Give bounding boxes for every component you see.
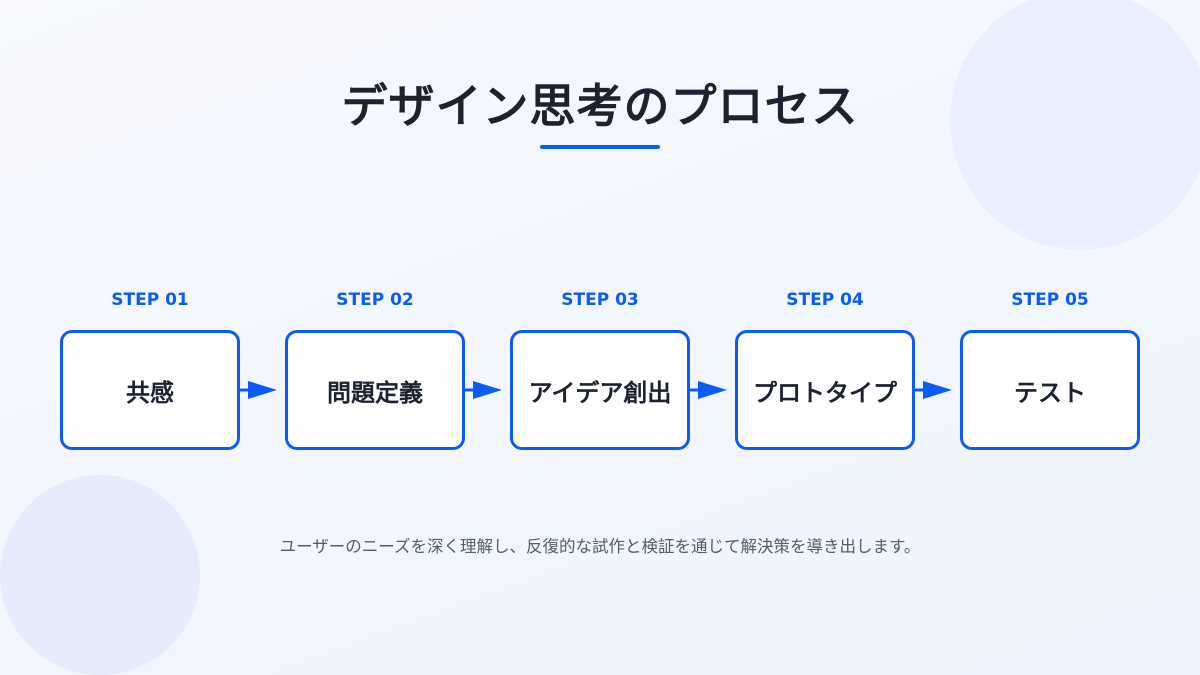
step-4: STEP 04 プロトタイプ — [735, 290, 915, 450]
description: ユーザーのニーズを深く理解し、反復的な試作と検証を通じて解決策を導き出します。 — [279, 537, 921, 556]
step-label: STEP 04 — [786, 290, 864, 310]
step-box: 問題定義 — [285, 330, 465, 450]
step-1: STEP 01 共感 — [60, 290, 240, 450]
step-box: アイデア創出 — [510, 330, 690, 450]
step-box: 共感 — [60, 330, 240, 450]
step-2: STEP 02 問題定義 — [285, 290, 465, 450]
step-label: STEP 03 — [561, 290, 639, 310]
step-box: プロトタイプ — [735, 330, 915, 450]
arrow-right-icon — [240, 381, 277, 399]
step-label: STEP 02 — [336, 290, 414, 310]
step-label: STEP 05 — [1011, 290, 1089, 310]
arrow-right-icon — [465, 381, 502, 399]
step-5: STEP 05 テスト — [960, 290, 1140, 450]
arrow-right-icon — [690, 381, 727, 399]
arrow-right-icon — [915, 381, 952, 399]
step-label: STEP 01 — [111, 290, 189, 310]
decorative-circle-bottom-left — [0, 475, 200, 675]
decorative-circle-top-right — [950, 0, 1200, 250]
page-title: デザイン思考のプロセス — [341, 79, 859, 133]
title-underline — [540, 145, 660, 149]
step-box: テスト — [960, 330, 1140, 450]
step-3: STEP 03 アイデア創出 — [510, 290, 690, 450]
